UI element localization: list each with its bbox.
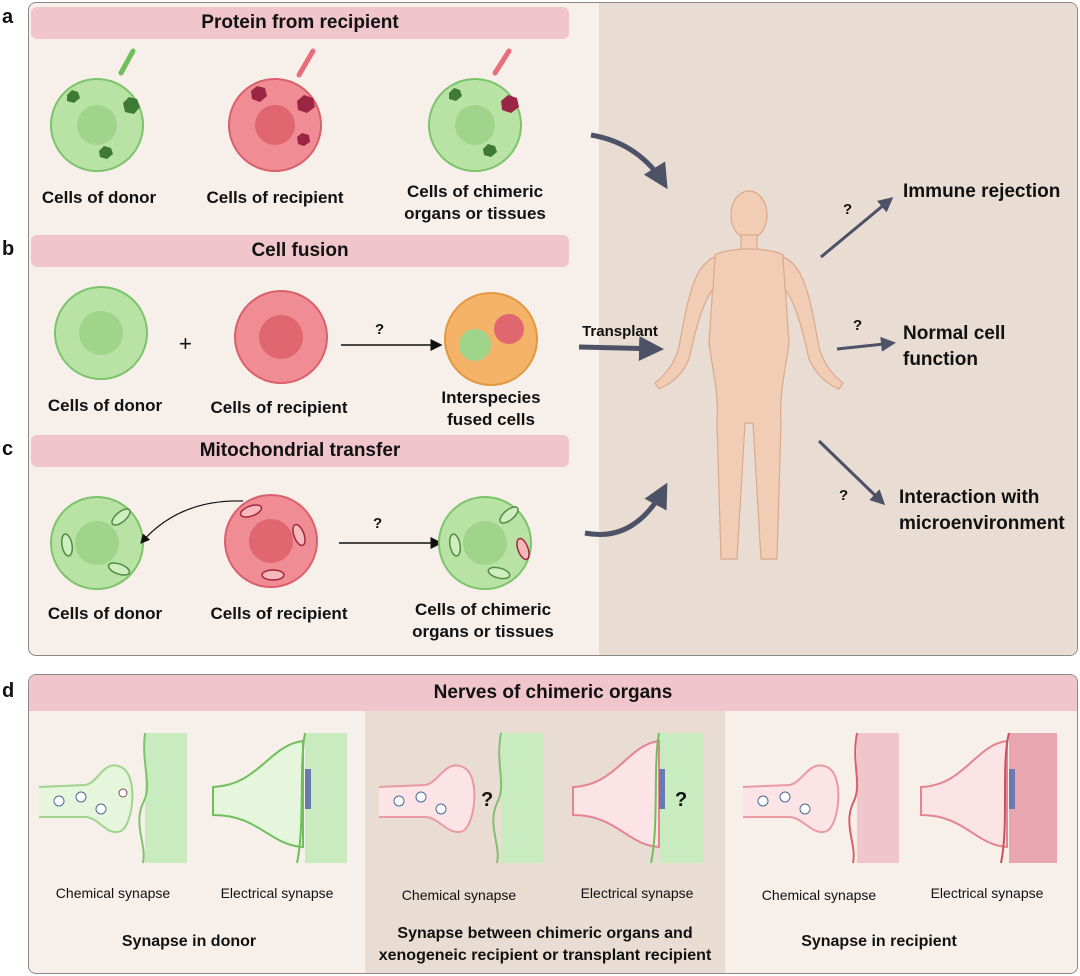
top-figure-frame: Protein from recipient Cell fusion Mitoc… [28, 2, 1078, 656]
label-chemical-chimeric: Chemical synapse [401, 887, 517, 903]
electrical-synapse-donor-icon [212, 732, 347, 864]
section-header-mito: Mitochondrial transfer [31, 435, 569, 467]
transfer-curve-arrow [140, 500, 244, 544]
human-figure-icon [654, 190, 844, 560]
plus-sign: + [179, 331, 192, 356]
group-label-chimeric: Synapse between chimeric organs and xeno… [378, 925, 712, 964]
label-electrical-donor: Electrical synapse [220, 885, 334, 901]
outcome-interaction: Interaction with microenvironment [899, 487, 1065, 534]
transplant-arrow-top [590, 132, 668, 190]
question-mark-electrical-chimeric: ? [675, 789, 688, 811]
label-chimeric-a: Cells of chimeric organs or tissues [404, 182, 546, 223]
label-electrical-chimeric: Electrical synapse [580, 885, 694, 901]
donor-cell-a-icon [50, 48, 144, 172]
question-mark-fusion: ? [375, 321, 385, 338]
label-donor-c: Cells of donor [47, 604, 163, 623]
recipient-cell-c-icon [224, 494, 318, 588]
group-label-donor: Synapse in donor [121, 933, 257, 950]
question-mark-normal: ? [853, 317, 863, 334]
label-recipient-a: Cells of recipient [206, 188, 344, 207]
panel-letter-b: b [2, 238, 15, 260]
chimeric-cell-c-icon [438, 496, 532, 590]
outcome-arrow-normal [836, 336, 896, 352]
label-chimeric-c: Cells of chimeric organs or tissues [412, 600, 554, 641]
donor-cell-c-icon [50, 496, 144, 590]
recipient-cell-b-icon [234, 290, 328, 384]
label-fused: Interspecies fused cells [441, 388, 541, 429]
synapse-illustration [38, 732, 1057, 864]
label-recipient-c: Cells of recipient [210, 604, 348, 623]
chemical-synapse-chimeric-icon [378, 732, 543, 864]
top-illustration [50, 48, 896, 590]
transplant-arrow-middle [578, 336, 664, 361]
chimeric-cell-a-icon [428, 48, 522, 172]
outcome-immune-rejection: Immune rejection [903, 181, 1061, 202]
panel-letter-d: d [2, 680, 15, 702]
label-electrical-recipient: Electrical synapse [930, 885, 1044, 901]
section-header-fusion: Cell fusion [31, 235, 569, 267]
outcome-normal-function: Normal cell function [903, 323, 1006, 370]
outcome-arrow-immune [820, 197, 894, 259]
panel-letter-a: a [2, 6, 14, 28]
label-recipient-b: Cells of recipient [210, 398, 348, 417]
chemical-synapse-recipient-icon [742, 732, 899, 864]
electrical-synapse-chimeric-icon [572, 732, 703, 864]
group-label-recipient: Synapse in recipient [801, 933, 957, 950]
question-mark-chemical-chimeric: ? [481, 789, 494, 811]
chemical-synapse-donor-icon [38, 732, 187, 864]
transplant-label: Transplant [582, 323, 658, 340]
panel-letter-c: c [2, 438, 14, 460]
recipient-cell-a-icon [228, 48, 322, 172]
question-mark-mito: ? [373, 515, 383, 532]
transplant-area-background [599, 3, 1077, 655]
label-chemical-donor: Chemical synapse [55, 885, 171, 901]
donor-cell-b-icon [54, 286, 148, 380]
electrical-synapse-recipient-icon [920, 732, 1057, 864]
label-chemical-recipient: Chemical synapse [761, 887, 877, 903]
section-header-protein: Protein from recipient [31, 7, 569, 39]
label-donor-b: Cells of donor [47, 396, 163, 415]
transplant-arrow-bottom [584, 482, 668, 537]
fused-cell-icon [444, 292, 538, 386]
label-donor-a: Cells of donor [41, 188, 157, 207]
section-header-nerves: Nerves of chimeric organs [29, 675, 1077, 711]
question-mark-immune: ? [843, 201, 853, 218]
outcome-arrow-interaction [817, 439, 886, 506]
bottom-figure-frame: Nerves of chimeric organs [28, 674, 1078, 974]
question-mark-interaction: ? [839, 487, 849, 504]
